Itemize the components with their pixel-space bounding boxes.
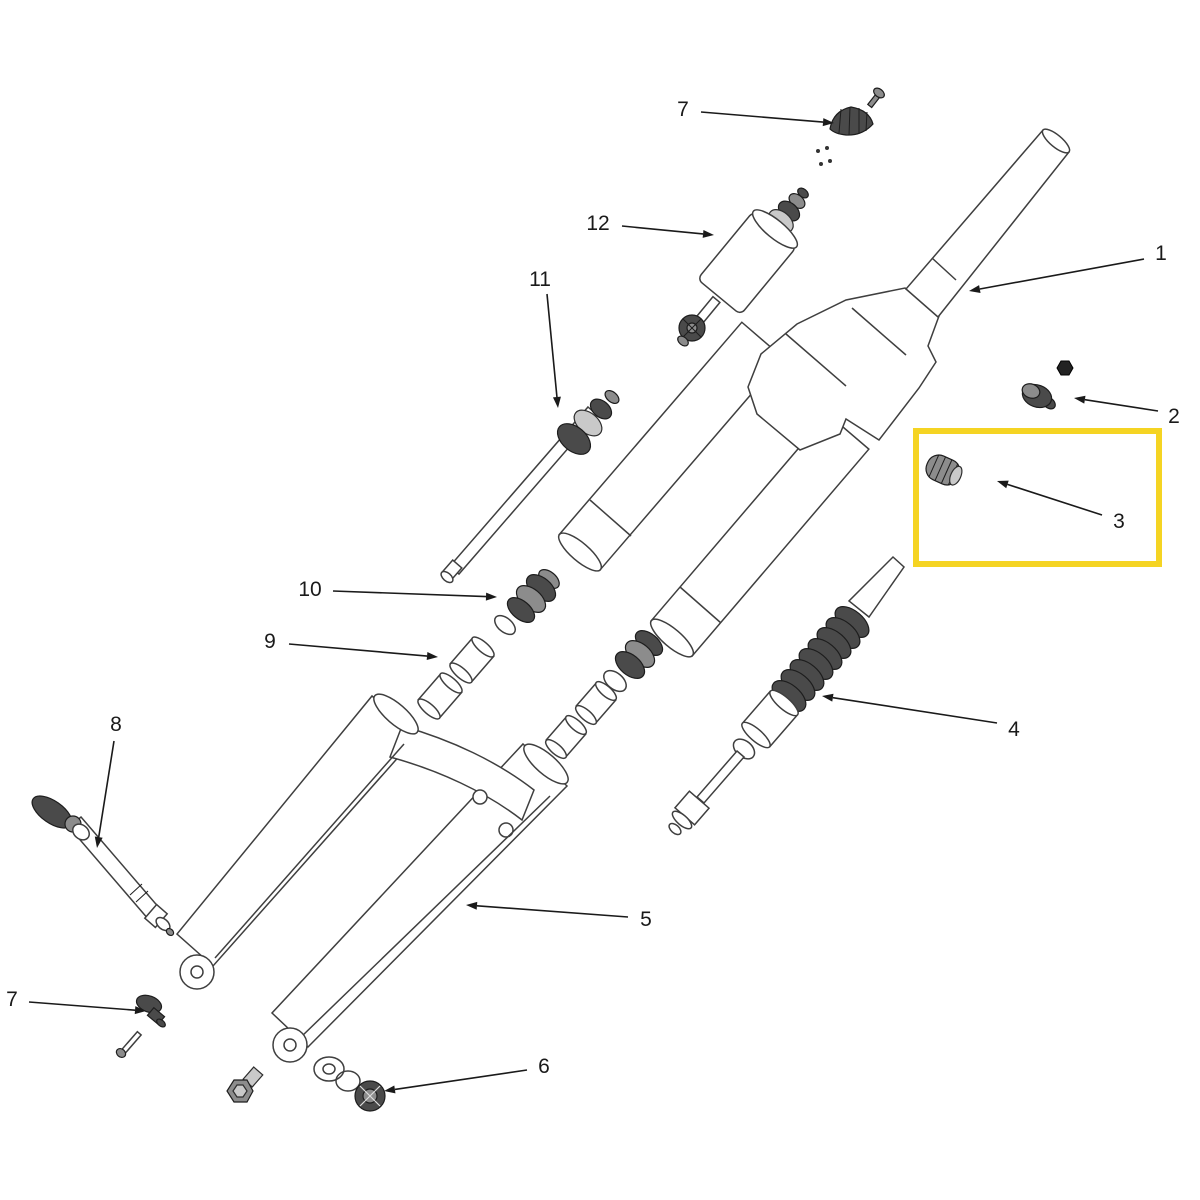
callout-label: 7 xyxy=(677,98,689,121)
part-10-seal-stack xyxy=(494,569,560,636)
callout-label: 9 xyxy=(264,630,276,653)
callout-line xyxy=(476,905,629,918)
callout-1-3: 1 xyxy=(969,242,1167,293)
callout-arrowhead xyxy=(822,693,834,702)
callout-arrowhead xyxy=(134,1006,146,1015)
callout-label: 6 xyxy=(538,1055,550,1078)
callout-line xyxy=(288,643,428,657)
part-1-csu xyxy=(557,128,1071,658)
callout-label: 8 xyxy=(110,713,122,736)
callout-arrowhead xyxy=(969,285,981,293)
detent-ball xyxy=(828,159,832,163)
callout-arrowhead xyxy=(822,118,834,127)
callout-label: 4 xyxy=(1008,718,1020,741)
detent-ball xyxy=(825,146,829,150)
callout-6-12: 6 xyxy=(384,1055,550,1094)
callout-arrowhead xyxy=(426,652,438,661)
callout-arrowhead xyxy=(485,592,497,601)
callout-line xyxy=(546,293,558,398)
detent-ball xyxy=(819,162,823,166)
part-4-air-spring xyxy=(668,555,905,836)
callout-arrowhead xyxy=(1074,395,1086,404)
callout-label: 10 xyxy=(298,578,321,601)
callout-label: 1 xyxy=(1155,242,1167,265)
callout-5-10: 5 xyxy=(466,901,652,931)
callout-12-1: 12 xyxy=(586,212,714,238)
callout-label: 7 xyxy=(6,988,18,1011)
callout-label: 3 xyxy=(1113,510,1125,533)
callout-line xyxy=(332,590,487,598)
brake-post xyxy=(498,822,514,838)
callout-arrowhead xyxy=(94,836,103,848)
callout-line xyxy=(1084,398,1159,412)
arch xyxy=(388,725,535,822)
brake-post xyxy=(472,789,488,805)
crush-ring xyxy=(335,1070,361,1092)
part-8-axle xyxy=(31,795,175,937)
steerer-tube xyxy=(904,128,1071,319)
callout-4-8: 4 xyxy=(822,693,1020,741)
callout-line xyxy=(28,1001,136,1011)
callout-8-9: 8 xyxy=(94,713,122,848)
callout-label: 12 xyxy=(586,212,609,235)
part-11-damper-shaft xyxy=(440,389,620,584)
part-3-ring xyxy=(925,454,963,486)
callout-label: 2 xyxy=(1168,405,1180,428)
callout-3-5: 3 xyxy=(997,480,1125,533)
callout-7-0: 7 xyxy=(677,98,834,127)
callout-arrowhead xyxy=(466,901,478,910)
callout-11-2: 11 xyxy=(529,268,561,408)
callout-line xyxy=(832,696,998,724)
callout-arrowhead xyxy=(552,396,561,408)
callout-line xyxy=(394,1069,528,1091)
callout-7-11: 7 xyxy=(6,988,146,1015)
part-6-hardware xyxy=(226,1056,386,1112)
part-2-cap xyxy=(1021,360,1074,410)
callout-arrowhead xyxy=(702,229,714,238)
callout-label: 11 xyxy=(529,268,551,291)
part-9-foam-rings xyxy=(417,636,495,720)
callout-line xyxy=(621,225,704,235)
callout-arrowhead xyxy=(384,1085,396,1094)
retaining-ring xyxy=(494,614,516,636)
part-7-top-cap xyxy=(816,87,885,166)
detent-ball xyxy=(816,149,820,153)
callout-line xyxy=(700,111,824,123)
part-12-damper xyxy=(677,187,809,347)
callout-10-6: 10 xyxy=(298,578,497,601)
callout-label: 5 xyxy=(640,908,652,931)
highlight-box xyxy=(913,428,1162,567)
callout-9-7: 9 xyxy=(264,630,438,661)
part-5-lowers xyxy=(175,693,569,1063)
crown xyxy=(747,287,940,451)
callout-line xyxy=(97,740,115,838)
callout-2-4: 2 xyxy=(1074,395,1180,428)
callout-line xyxy=(1007,483,1103,516)
part-7-left-cap xyxy=(115,994,166,1059)
callout-line xyxy=(979,258,1145,290)
callout-arrowhead xyxy=(997,480,1009,489)
dust-seal-stack xyxy=(544,630,664,760)
